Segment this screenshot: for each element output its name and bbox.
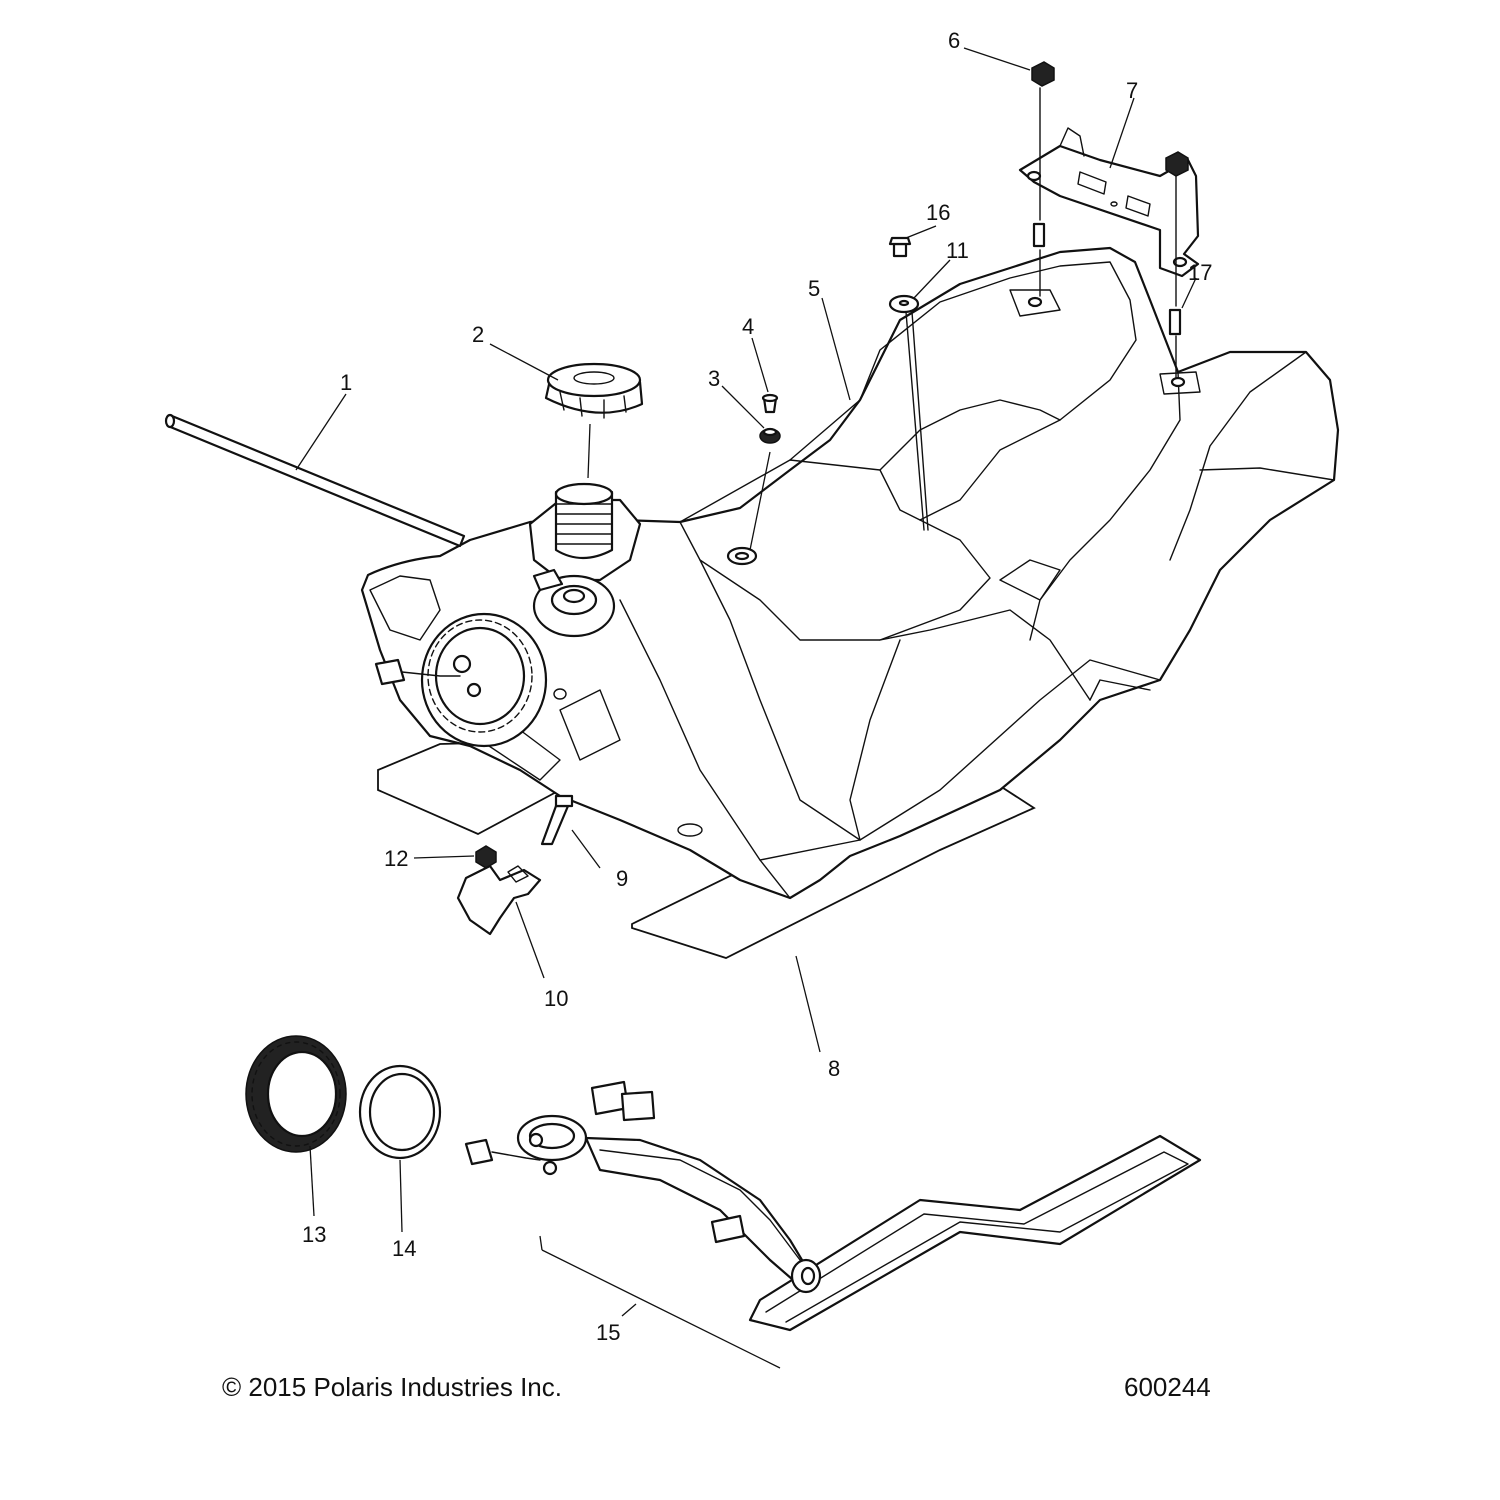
copyright-notice: © 2015 Polaris Industries Inc.: [222, 1372, 562, 1402]
mount-bracket: [1018, 127, 1200, 278]
filler-neck: [528, 482, 642, 638]
callout-13: 13: [302, 1222, 326, 1247]
fuel-pump-assembly: [464, 1080, 1202, 1332]
clamp-hardware: [456, 794, 574, 936]
callout-14: 14: [392, 1236, 416, 1261]
callout-6: 6: [948, 28, 960, 53]
callout-10: 10: [544, 986, 568, 1011]
installed-pump-ring: [374, 612, 548, 748]
studs: [1032, 87, 1182, 379]
callout-1: 1: [340, 370, 352, 395]
callout-12: 12: [384, 846, 408, 871]
callout-9: 9: [616, 866, 628, 891]
callout-7: 7: [1126, 78, 1138, 103]
callout-labels: 1 2 3 4 5 6 7 8 9 10 11 12 13 14 15 16 1…: [302, 28, 1212, 1345]
figure-number: 600244: [1124, 1372, 1211, 1402]
vent-tube: [164, 413, 466, 548]
callout-3: 3: [708, 366, 720, 391]
lock-ring: [245, 1035, 347, 1153]
fuel-cap: [544, 362, 644, 419]
seal-ring: [358, 1064, 442, 1160]
callout-16: 16: [926, 200, 950, 225]
callout-8: 8: [828, 1056, 840, 1081]
nuts: [1031, 61, 1189, 177]
callout-17: 17: [1188, 260, 1212, 285]
fuel-tank: [360, 246, 1340, 900]
callout-5: 5: [808, 276, 820, 301]
leader-lines: [295, 47, 1197, 1369]
bolt-and-washer: [888, 236, 929, 531]
callout-11: 11: [946, 238, 969, 263]
grommet-and-pin: [759, 393, 781, 444]
callout-15: 15: [596, 1320, 620, 1345]
callout-4: 4: [742, 314, 754, 339]
callout-2: 2: [472, 322, 484, 347]
